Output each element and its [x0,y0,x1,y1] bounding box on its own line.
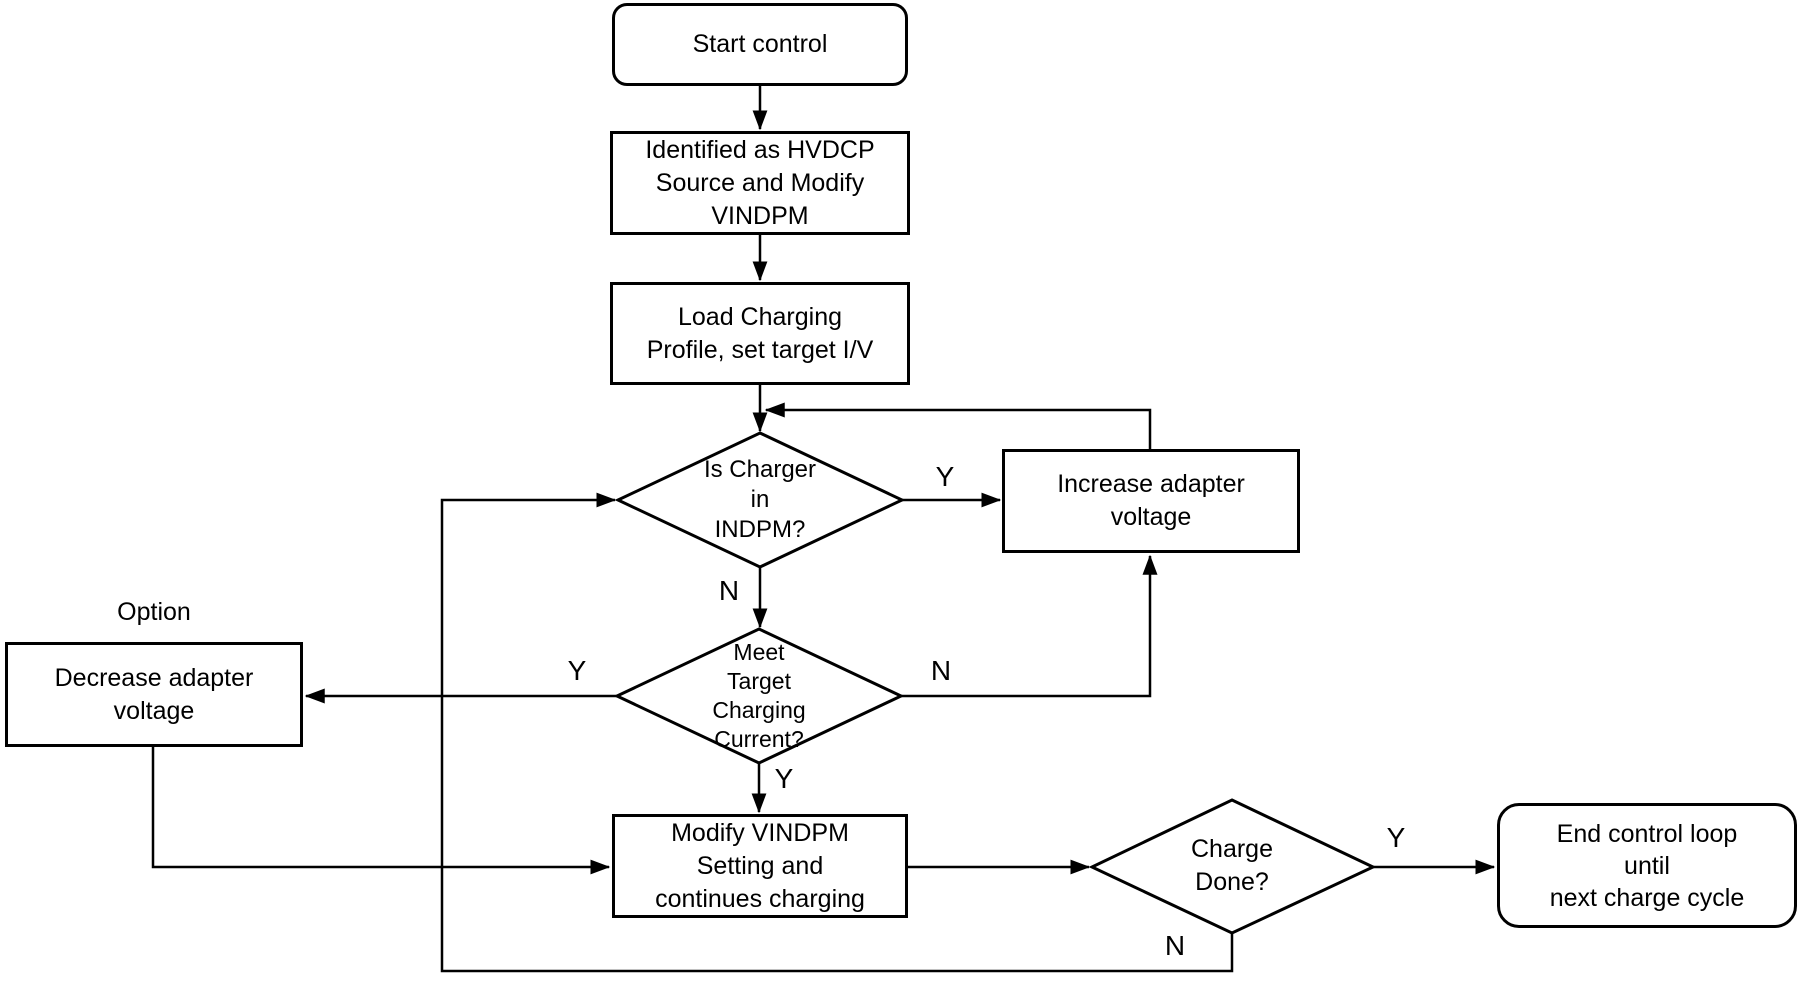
node-load-profile: Load Charging Profile, set target I/V [610,282,910,385]
edge-label-meet-no-right: N [930,655,952,686]
decision-indpm-label: Is Charger in INDPM? [703,456,817,543]
node-decrease-voltage: Decrease adapter voltage [5,642,303,747]
edge-done-no-loopback-to-indpm [440,492,1234,973]
decision-meet-current-shape [613,627,905,765]
option-note-label: Option [117,598,191,626]
edge-label-indpm-no: N [718,575,740,606]
node-end-loop: End control loop until next charge cycle [1497,803,1797,928]
decision-meet-current-label: Meet Target Charging Current? [712,639,806,752]
node-increase-voltage: Increase adapter voltage [1002,449,1300,553]
decision-charge-done-shape [1088,798,1377,935]
edge-increase-feedback-to-indpm [764,402,1152,449]
edge-label-meet-yes-left: Y [567,655,587,686]
edge-label-done-yes: Y [1386,822,1406,853]
edge-label-done-no: N [1164,930,1186,961]
node-identify-hvdcp: Identified as HVDCP Source and Modify VI… [610,131,910,235]
decision-charge-done-label: Charge Done? [1191,835,1273,896]
edge-meet-no-to-increase [901,554,1158,698]
edge-decrease-to-modify [151,747,611,875]
node-start: Start control [612,3,908,86]
decision-indpm-shape [614,431,906,569]
edge-label-indpm-yes: Y [935,461,955,492]
node-modify-vindpm: Modify VINDPM Setting and continues char… [612,814,908,918]
edge-label-meet-yes-down: Y [774,763,794,794]
